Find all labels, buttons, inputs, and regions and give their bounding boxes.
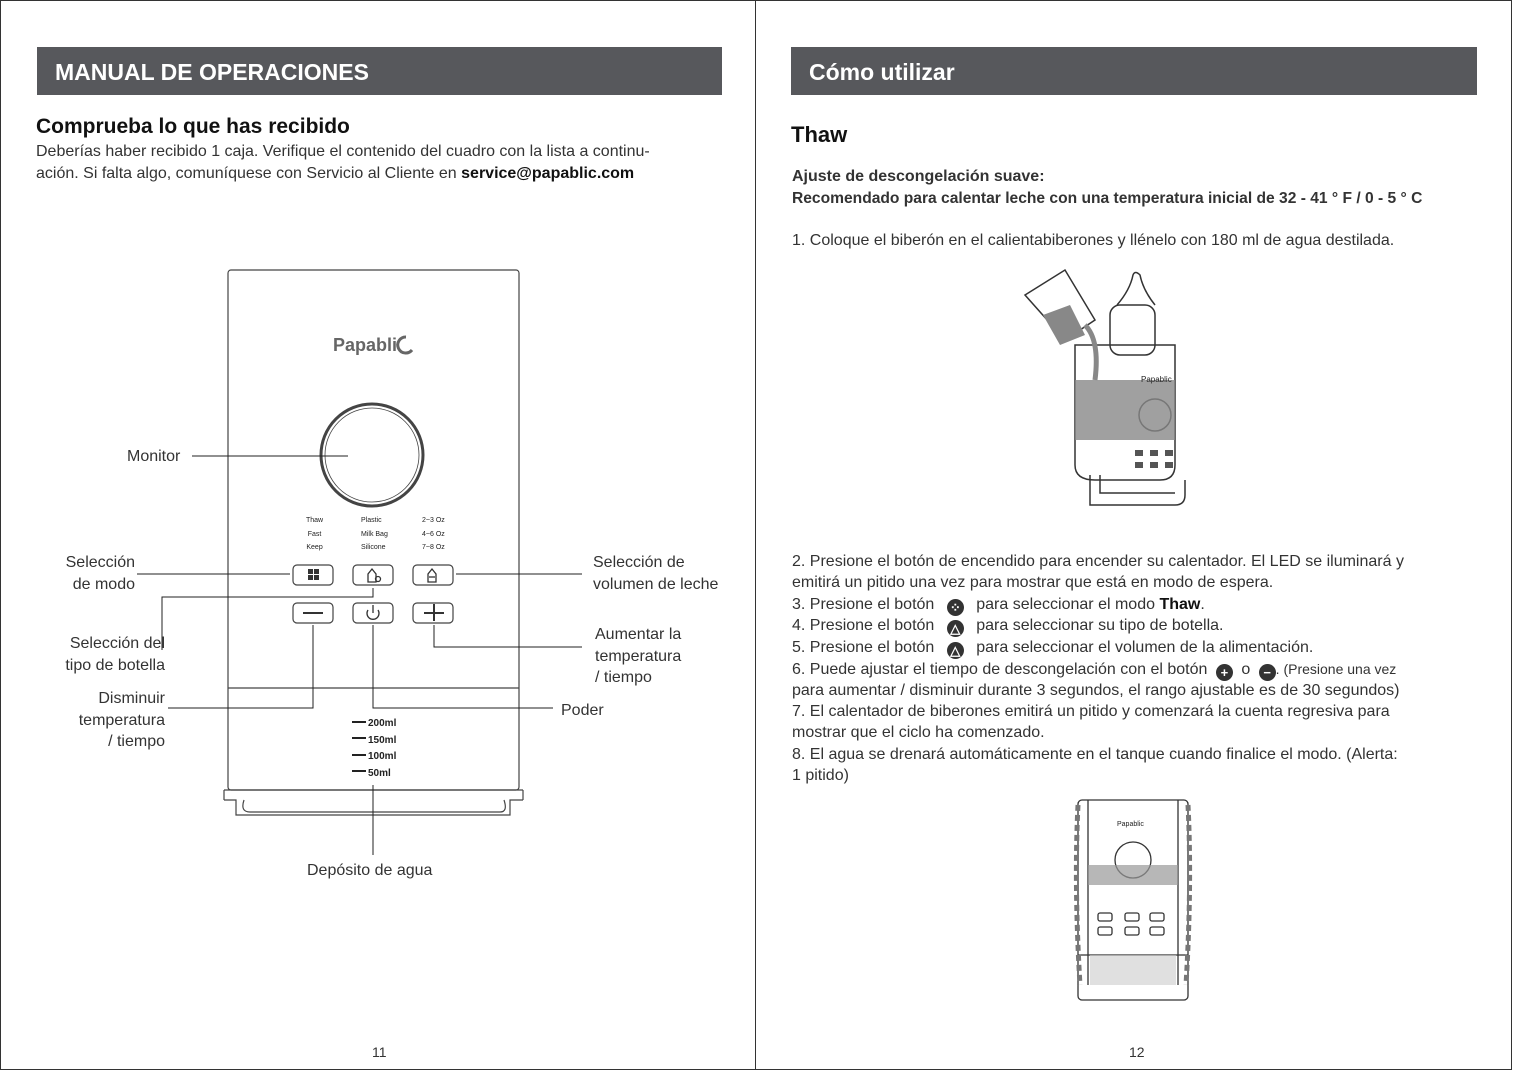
step-8a: 8. El agua se drenará automáticamente en…	[792, 746, 1398, 763]
volume-button	[412, 564, 454, 586]
step-6-mid: o	[1241, 661, 1251, 678]
plus-icon: +	[1215, 664, 1233, 681]
mode-button-icon: ⁘	[946, 599, 964, 616]
bottle-plastic: Plastic	[361, 517, 382, 524]
level-100ml: 100ml	[368, 751, 397, 762]
left-page-number: 11	[372, 1044, 387, 1060]
device-brand-logo: Papabli	[333, 335, 398, 355]
minus-button	[292, 602, 334, 624]
step-3-period: .	[1200, 596, 1205, 613]
label-mode-selection: Selección de modo	[58, 552, 135, 595]
volume-2-3oz: 2~3 Oz	[422, 517, 445, 524]
label-mode-1: Selección	[65, 554, 135, 571]
right-section-title: Thaw	[791, 122, 848, 147]
level-50ml: 50ml	[368, 767, 391, 779]
label-volume-1: Selección de	[593, 554, 685, 571]
step-7b: mostrar que el ciclo ha comenzado.	[792, 724, 1045, 741]
bottle-button-icon: △	[946, 620, 964, 637]
mode-button	[292, 564, 334, 586]
step-6b: para aumentar / disminuir durante 3 segu…	[792, 682, 1400, 699]
right-header-band: Cómo utilizar	[791, 47, 1477, 95]
label-decrease-3: / tiempo	[108, 733, 165, 750]
mode-thaw: Thaw	[306, 517, 324, 524]
mode-fast: Fast	[307, 530, 322, 538]
subtitle-1: Ajuste de descongelación suave:	[792, 168, 1045, 185]
step-5-pre: 5. Presione el botón	[792, 639, 935, 656]
left-section-title: Comprueba lo que has recibido	[36, 115, 350, 138]
step-7a: 7. El calentador de biberones emitirá un…	[792, 703, 1390, 720]
step-4: 4. Presione el botón △ para seleccionar …	[792, 615, 1224, 637]
level-150ml: 150ml	[368, 734, 397, 746]
step-1: 1. Coloque el biberón en el calientabibe…	[792, 232, 1395, 249]
water-level-scale: 200ml 150ml 100ml 50ml	[368, 716, 396, 782]
figure2-brand: Papablic	[1117, 821, 1144, 828]
label-volume-selection: Selección de volumen de leche	[593, 552, 718, 595]
volume-4-6oz: 4~6 Oz	[422, 530, 445, 538]
label-increase: Aumentar la temperatura / tiempo	[595, 624, 681, 689]
step-8b: 1 pitido)	[792, 767, 849, 784]
label-bottle-2: tipo de botella	[65, 656, 165, 674]
label-increase-3: / tiempo	[595, 669, 652, 686]
right-page-number: 12	[1129, 1044, 1145, 1060]
right-header-title: Cómo utilizar	[809, 59, 955, 85]
intro-line-2-text: ación. Si falta algo, comuníquese con Se…	[36, 165, 457, 182]
bottle-silicone: Silicone	[361, 544, 386, 551]
label-bottle-selection: Selección del tipo de botella	[40, 633, 165, 676]
level-200ml: 200ml	[368, 718, 397, 729]
volume-labels: 2~3 Oz 4~6 Oz 7~8 Oz	[422, 514, 445, 555]
step-5-post: para seleccionar el volumen de la alimen…	[976, 639, 1314, 656]
mode-keep: Keep	[306, 544, 323, 551]
minus-icon: −	[1258, 664, 1276, 681]
subtitle-2: Recomendado para calentar leche con una …	[792, 190, 1423, 207]
monitor-ring	[319, 402, 425, 508]
label-monitor: Monitor	[127, 448, 181, 465]
label-decrease: Disminuir temperatura / tiempo	[40, 688, 165, 753]
intro-line-2: ación. Si falta algo, comuníquese con Se…	[36, 163, 634, 185]
intro-line-1: Deberías haber recibido 1 caja. Verifiqu…	[36, 143, 650, 160]
label-decrease-1: Disminuir	[98, 690, 165, 707]
left-header-title: MANUAL DE OPERACIONES	[55, 59, 369, 85]
label-mode-2: de modo	[72, 575, 135, 593]
right-page	[755, 0, 1512, 1070]
step-5: 5. Presione el botón △ para seleccionar …	[792, 637, 1313, 659]
step-6: 6. Puede ajustar el tiempo de descongela…	[792, 658, 1396, 681]
step-4-pre: 4. Presione el botón	[792, 617, 935, 634]
step-3-pre: 3. Presione el botón	[792, 596, 935, 613]
label-water-tank: Depósito de agua	[307, 862, 433, 879]
step-2b: emitirá un pitido una vez para mostrar q…	[792, 574, 1274, 591]
step-3-mode-name: Thaw	[1159, 596, 1201, 613]
label-volume-2: volumen de leche	[593, 575, 719, 593]
label-decrease-2: temperatura	[78, 711, 165, 729]
plus-button	[412, 602, 454, 624]
bottle-type-labels: Plastic Milk Bag Silicone	[361, 514, 388, 555]
step-4-post: para seleccionar su tipo de botella.	[976, 617, 1224, 634]
step-2a: 2. Presione el botón de encendido para e…	[792, 553, 1404, 570]
label-power: Poder	[561, 702, 604, 719]
power-button	[352, 602, 394, 624]
volume-7-8oz: 7~8 Oz	[422, 544, 445, 551]
figure-pour-water	[1023, 268, 1186, 506]
left-header-band: MANUAL DE OPERACIONES	[37, 47, 722, 95]
volume-button-icon: △	[946, 642, 964, 659]
step-6-pre: 6. Puede ajustar el tiempo de descongela…	[792, 661, 1208, 678]
label-increase-1: Aumentar la	[595, 626, 682, 643]
step-6-post: . (Presione una vez	[1275, 661, 1397, 677]
label-bottle-1: Selección del	[69, 635, 165, 652]
step-3-post: para seleccionar el modo	[976, 596, 1155, 613]
bottle-milk-bag: Milk Bag	[361, 530, 388, 538]
label-increase-2: temperatura	[595, 647, 682, 665]
support-email: service@papablic.com	[461, 165, 635, 182]
device-diagram	[137, 269, 582, 855]
figure-drain-water	[1073, 799, 1193, 1001]
step-3: 3. Presione el botón ⁘ para seleccionar …	[792, 594, 1205, 616]
mode-labels: Thaw Fast Keep	[306, 514, 323, 555]
figure1-brand: Papablic	[1141, 375, 1172, 384]
bottle-type-button	[352, 564, 394, 586]
